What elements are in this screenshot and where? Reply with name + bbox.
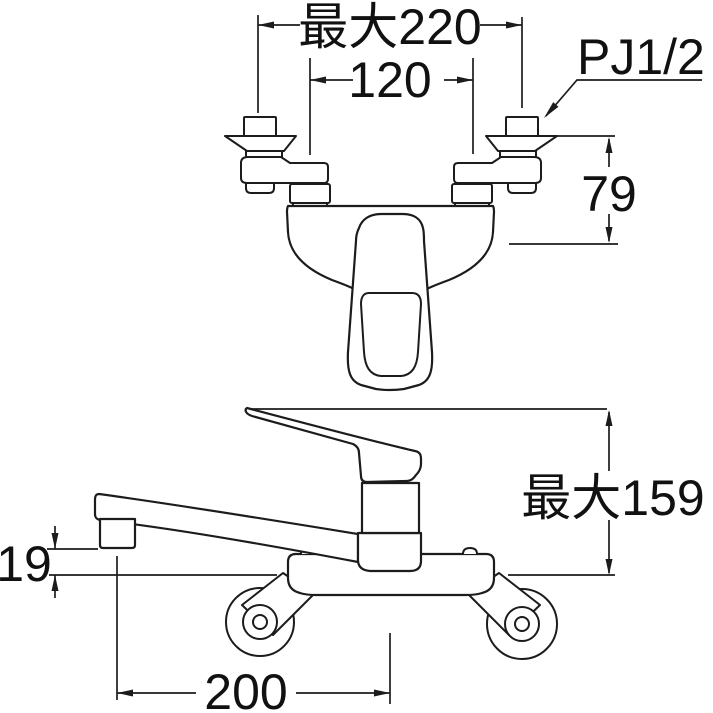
right-supply-fitting <box>451 116 558 211</box>
arrow-down-icon <box>605 559 613 575</box>
flange-hole-left <box>252 614 268 630</box>
dim-label-200: 200 <box>204 664 287 713</box>
handle-side <box>244 406 423 484</box>
spout-arm <box>93 492 360 564</box>
dim-label-max159: 最大159 <box>521 470 704 526</box>
arrow-up-icon <box>51 575 59 591</box>
wall-flange-left <box>224 135 297 152</box>
cartridge-housing <box>360 481 421 535</box>
arrow-right-icon <box>506 21 522 29</box>
arrow-down-icon <box>51 533 59 549</box>
arrow-down-icon <box>605 227 613 243</box>
side-view: 最大159 19 200 <box>0 406 705 713</box>
dim-120: 120 <box>309 52 474 155</box>
arrow-left-icon <box>310 76 326 84</box>
wall-bracket <box>286 552 496 597</box>
leader-arrow-icon <box>544 102 559 118</box>
dim-19: 19 <box>0 526 59 598</box>
dim-200: 200 <box>117 664 390 713</box>
body-hub <box>356 531 423 573</box>
arrow-left-icon <box>117 689 133 697</box>
dim-label-120: 120 <box>348 52 431 108</box>
thread-nut-right <box>505 116 539 137</box>
arrow-left-icon <box>258 21 274 29</box>
top-view: 最大220 120 PJ1/2 <box>224 0 705 392</box>
bracket-screw-right <box>462 546 478 555</box>
eccentric-pipe-left <box>240 156 329 184</box>
left-supply-fitting <box>224 116 331 211</box>
handle-grip-cutout <box>360 292 422 377</box>
arrow-right-icon <box>457 76 473 84</box>
arrow-up-icon <box>605 137 613 153</box>
arrow-up-icon <box>605 410 613 426</box>
inlet-arm-right <box>451 183 493 204</box>
spout-outlet <box>98 517 137 550</box>
wall-flange-right <box>485 135 558 152</box>
arrow-right-icon <box>374 689 390 697</box>
dim-label-max220: 最大220 <box>298 0 481 55</box>
thread-label-pj12: PJ1/2 <box>577 29 705 85</box>
inlet-arm-left <box>289 183 331 204</box>
thread-nut-left <box>243 116 277 137</box>
dim-max220: 最大220 <box>257 0 523 113</box>
dim-label-79: 79 <box>581 166 637 222</box>
callout-pj12: PJ1/2 <box>544 29 705 118</box>
dim-79: 79 <box>509 135 637 245</box>
eccentric-cap-left <box>245 182 275 194</box>
eccentric-cap-right <box>507 182 537 194</box>
dim-max159: 最大159 <box>521 410 705 575</box>
dim-label-19: 19 <box>0 536 52 592</box>
flange-hole-right <box>514 616 530 632</box>
eccentric-pipe-right <box>453 156 542 184</box>
